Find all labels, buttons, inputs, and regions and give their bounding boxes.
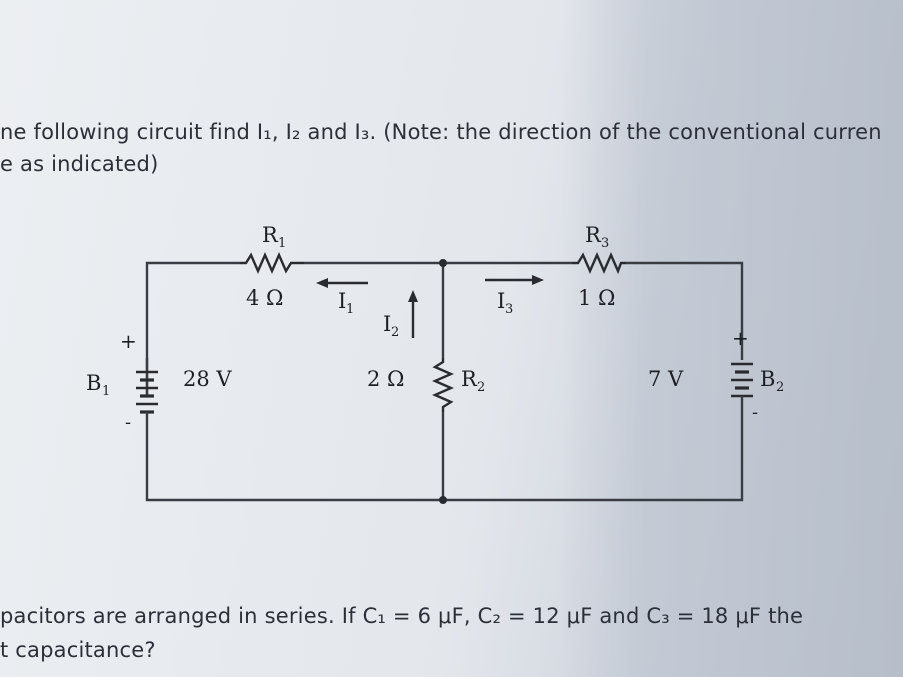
arrow-i1	[316, 278, 368, 288]
battery-b2	[731, 362, 753, 405]
r1-label-subscript: 1	[278, 236, 286, 251]
wire-top-left	[145, 261, 240, 395]
b2-label: B	[760, 367, 775, 391]
battery-b1	[136, 358, 158, 420]
b1-minus-sign: -	[125, 412, 131, 433]
arrow-i2	[408, 290, 418, 338]
i2-label: I	[383, 312, 391, 336]
junction-bottom	[439, 496, 447, 504]
b2-voltage: 7 V	[648, 367, 684, 391]
b1-plus-sign: +	[120, 329, 137, 353]
r1-value: 4 Ω	[246, 286, 283, 310]
resistor-r1	[240, 252, 304, 274]
i1-label-subscript: 1	[346, 302, 354, 317]
r3-value: 1 Ω	[578, 286, 615, 310]
wire-top-right	[626, 261, 744, 360]
r2-value: 2 Ω	[367, 367, 404, 391]
arrow-i3	[485, 275, 544, 285]
b1-label-subscript: 1	[102, 384, 110, 399]
junction-top	[439, 259, 447, 267]
r2-label: R	[461, 367, 478, 391]
b2-plus-sign: +	[732, 326, 749, 350]
question-1-line-2: e as indicated)	[0, 152, 159, 176]
wire-bottom	[145, 405, 744, 502]
b2-minus-sign: -	[752, 402, 758, 423]
resistor-r3	[572, 252, 626, 275]
question-2-line-2: t capacitance?	[0, 638, 156, 662]
i3-label: I	[497, 289, 505, 313]
question-2-line-1: pacitors are arranged in series. If C₁ =…	[0, 604, 804, 628]
i1-label: I	[338, 289, 346, 313]
i3-label-subscript: 3	[505, 302, 513, 317]
i2-label-subscript: 2	[391, 325, 399, 340]
resistor-r2	[432, 358, 454, 412]
r2-label-subscript: 2	[477, 380, 485, 395]
b1-voltage: 28 V	[183, 367, 232, 391]
r3-label: R	[585, 223, 602, 247]
r1-label: R	[262, 223, 279, 247]
question-1-line-1: ne following circuit find I₁, I₂ and I₃.…	[0, 120, 882, 144]
r3-label-subscript: 3	[601, 236, 609, 251]
b1-label: B	[86, 371, 101, 395]
b2-label-subscript: 2	[776, 380, 784, 395]
